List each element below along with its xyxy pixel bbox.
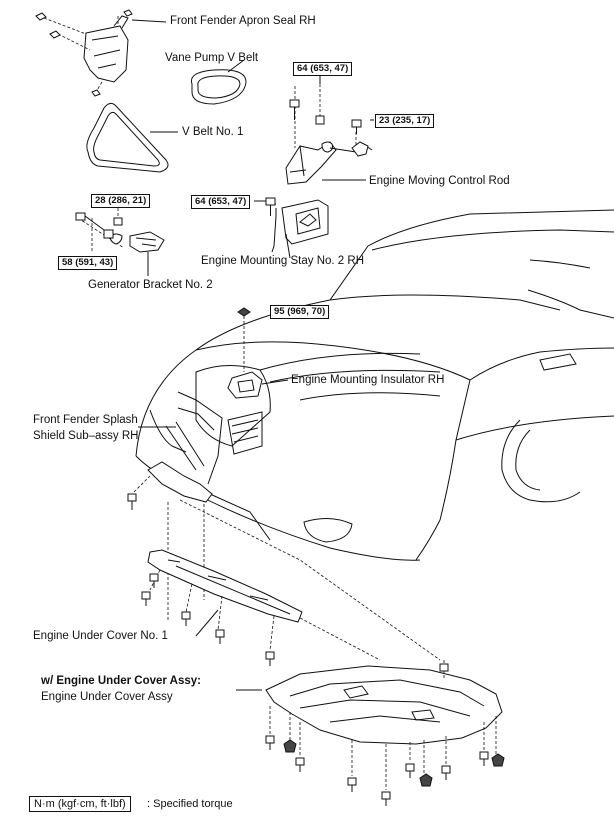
torque-box-generator-top: 28 (286, 21): [91, 194, 151, 208]
bolt-icon: [141, 573, 275, 666]
label-splash-shield-line2: Shield Sub–assy RH: [33, 430, 139, 442]
label-engine-under-cover-no1: Engine Under Cover No. 1: [33, 630, 168, 642]
torque-box-control-rod-top: 64 (653, 47): [293, 62, 353, 76]
insulator-drawing: [227, 316, 289, 399]
label-under-cover-assy-heading: w/ Engine Under Cover Assy:: [41, 675, 201, 687]
label-engine-under-cover-assy: Engine Under Cover Assy: [41, 691, 173, 703]
label-engine-mounting-insulator: Engine Mounting Insulator RH: [291, 374, 445, 386]
splash-shield-drawing: [127, 391, 223, 620]
torque-legend-units: N·m (kgf·cm, ft·lbf): [29, 796, 131, 812]
label-v-belt-no1: V Belt No. 1: [182, 126, 244, 138]
under-cover-no1-drawing: [147, 499, 441, 661]
label-engine-mounting-stay: Engine Mounting Stay No. 2 RH: [201, 255, 365, 267]
mounting-stay-drawing: [254, 199, 329, 259]
label-generator-bracket: Generator Bracket No. 2: [88, 279, 213, 291]
vane-pump-belt-drawing: [190, 59, 247, 105]
under-cover-assy-drawing: [265, 660, 503, 790]
torque-box-mounting-stay: 64 (653, 47): [191, 195, 251, 209]
torque-legend-meaning: : Specified torque: [147, 798, 233, 810]
torque-box-generator-bottom: 58 (591, 43): [58, 256, 118, 270]
clip-icon: [35, 9, 133, 97]
label-engine-moving-control-rod: Engine Moving Control Rod: [369, 175, 510, 187]
bolt-icon: [75, 99, 362, 239]
label-splash-shield-line1: Front Fender Splash: [33, 414, 138, 426]
torque-box-control-rod-side: 23 (235, 17): [375, 114, 435, 128]
apron-seal-drawing: [43, 15, 129, 93]
clip-icon: [283, 739, 505, 787]
torque-box-insulator: 95 (969, 70): [270, 305, 330, 319]
nut-icon: [237, 307, 251, 317]
bolt-icon: [265, 663, 489, 806]
v-belt-drawing: [86, 102, 178, 173]
label-front-fender-apron-seal: Front Fender Apron Seal RH: [170, 15, 316, 27]
label-vane-pump-v-belt: Vane Pump V Belt: [165, 52, 259, 64]
